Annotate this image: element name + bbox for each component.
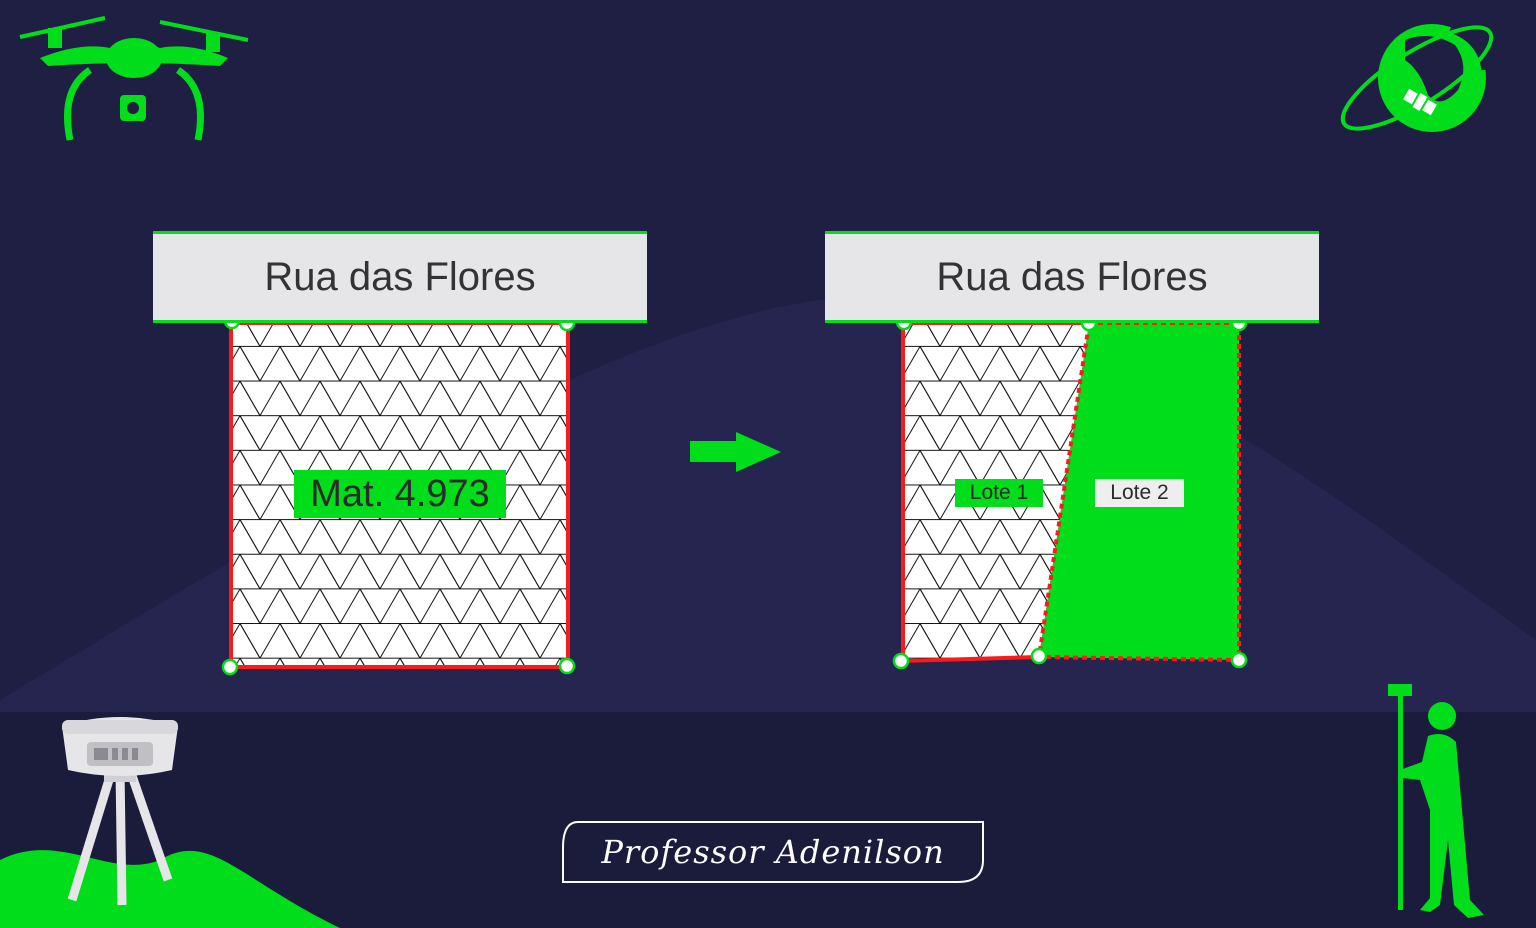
lote1-label: Lote 1 xyxy=(955,479,1043,507)
vertex-marker xyxy=(1230,651,1248,669)
right-arrow-icon xyxy=(690,432,781,472)
street-label-right: Rua das Flores xyxy=(825,231,1319,323)
vertex-marker xyxy=(558,657,576,675)
vertex-marker xyxy=(1030,647,1048,665)
parcel-subdivided xyxy=(892,313,1248,670)
signature-frame xyxy=(562,821,984,883)
signature-text: Professor Adenilson xyxy=(601,833,945,871)
surveyor-silhouette-icon xyxy=(1388,684,1484,918)
matricula-label: Mat. 4.973 xyxy=(294,470,506,518)
vertex-marker xyxy=(221,658,239,676)
vertex-marker xyxy=(892,652,910,670)
drone-icon xyxy=(19,16,249,141)
gnss-receiver-tripod-icon xyxy=(62,717,178,906)
lote2-label: Lote 2 xyxy=(1095,479,1184,507)
globe-satellite-icon xyxy=(1340,24,1494,132)
street-label-left: Rua das Flores xyxy=(153,231,647,323)
